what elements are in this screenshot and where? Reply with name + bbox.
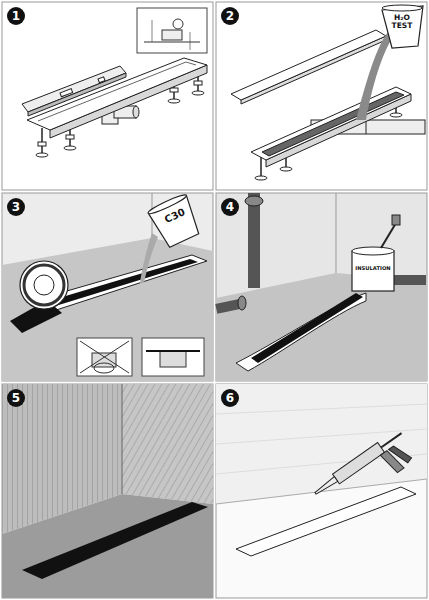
- step-number: 6: [221, 389, 239, 407]
- step-number: 1: [7, 7, 25, 25]
- step-number-text: 5: [12, 392, 20, 404]
- step-number-text: 4: [226, 201, 234, 213]
- step-number-text: 3: [12, 201, 20, 213]
- step-number-text: 6: [226, 392, 234, 404]
- step-number-text: 2: [226, 10, 234, 22]
- step-number: 3: [7, 198, 25, 216]
- step-number-text: 1: [12, 10, 20, 22]
- step-number: 5: [7, 389, 25, 407]
- step-number: 2: [221, 7, 239, 25]
- container-label: H₂O TEST: [384, 14, 420, 30]
- step-number: 4: [221, 198, 239, 216]
- container-label: INSULATION: [352, 266, 394, 271]
